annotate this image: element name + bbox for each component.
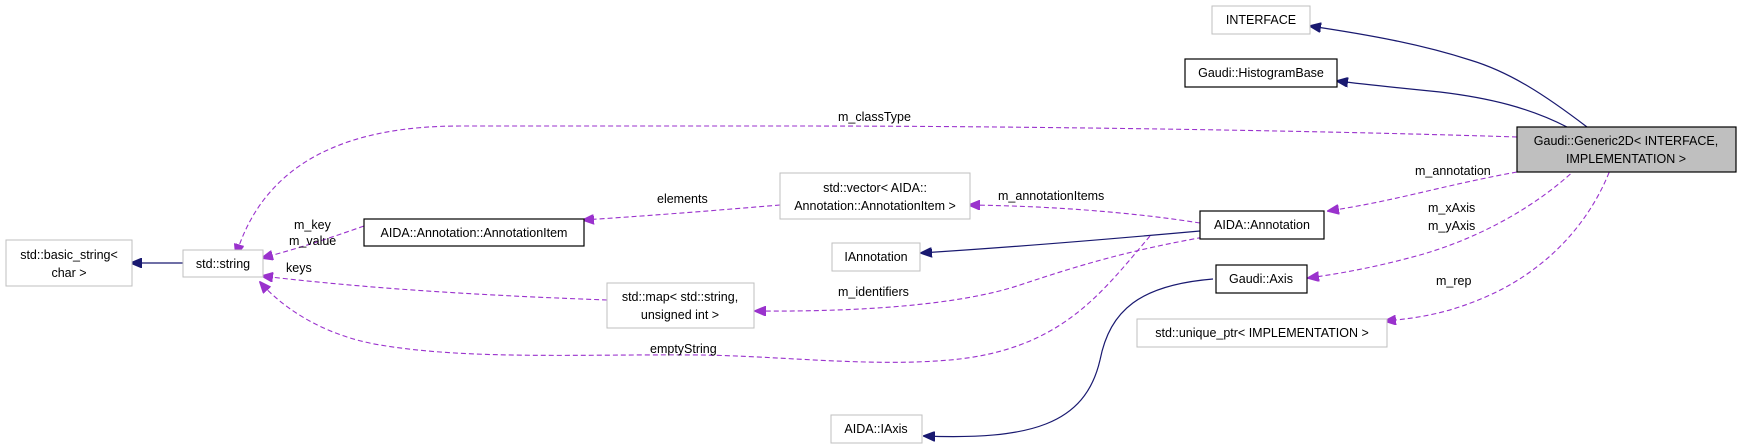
node-gaudi-axis[interactable]: Gaudi::Axis: [1215, 264, 1308, 294]
node-interface-label: INTERFACE: [1226, 13, 1296, 27]
edge-label-m-xaxis: m_xAxis: [1428, 201, 1475, 215]
node-basic-string-line1: std::basic_string<: [20, 248, 118, 262]
node-aida-iaxis-label: AIDA::IAxis: [844, 422, 907, 436]
node-basic-string-line2: char >: [51, 266, 86, 280]
edge-m-rep: [1385, 164, 1613, 321]
edge-m-xaxis-yaxis: [1308, 162, 1583, 278]
node-vector-annotation-item[interactable]: std::vector< AIDA:: Annotation::Annotati…: [779, 172, 971, 220]
node-unique-ptr-impl-label: std::unique_ptr< IMPLEMENTATION >: [1155, 326, 1369, 340]
edge-m-annotationitems: [969, 205, 1201, 224]
node-histogram-base-label: Gaudi::HistogramBase: [1198, 66, 1324, 80]
node-basic-string[interactable]: std::basic_string< char >: [5, 239, 133, 287]
node-annotation-item[interactable]: AIDA::Annotation::AnnotationItem: [363, 218, 585, 247]
edge-keys: [262, 276, 608, 301]
edge-label-m-value: m_value: [289, 234, 336, 248]
edge-annotation-to-iannotation: [921, 230, 1201, 253]
edge-label-emptystring: emptyString: [650, 342, 717, 356]
edge-label-elements: elements: [657, 192, 708, 206]
node-vector-annotation-item-line2: Annotation::AnnotationItem >: [794, 199, 956, 213]
node-generic2d-line1: Gaudi::Generic2D< INTERFACE,: [1534, 134, 1718, 148]
node-map-string-uint-line1: std::map< std::string,: [622, 290, 738, 304]
node-aida-iaxis[interactable]: AIDA::IAxis: [830, 414, 923, 444]
edge-label-m-annotation: m_annotation: [1415, 164, 1491, 178]
node-map-string-uint[interactable]: std::map< std::string, unsigned int >: [606, 282, 755, 329]
edge-label-m-yaxis: m_yAxis: [1428, 219, 1475, 233]
edge-m-key-value: [262, 225, 365, 258]
edge-label-m-identifiers: m_identifiers: [838, 285, 909, 299]
node-generic2d[interactable]: Gaudi::Generic2D< INTERFACE, IMPLEMENTAT…: [1516, 126, 1737, 173]
node-gaudi-axis-label: Gaudi::Axis: [1229, 272, 1293, 286]
edge-axis-to-iaxis: [924, 278, 1214, 437]
edge-label-m-annotationitems: m_annotationItems: [998, 189, 1104, 203]
node-vector-annotation-item-line1: std::vector< AIDA::: [823, 181, 927, 195]
edge-m-annotation: [1328, 171, 1518, 211]
node-histogram-base[interactable]: Gaudi::HistogramBase: [1184, 58, 1338, 88]
node-unique-ptr-impl[interactable]: std::unique_ptr< IMPLEMENTATION >: [1136, 318, 1388, 348]
edge-elements: [583, 204, 781, 220]
node-iannotation-label: IAnnotation: [844, 250, 907, 264]
edge-emptystring: [260, 235, 1151, 363]
edge-m-classtype: [236, 125, 1518, 255]
node-aida-annotation-label: AIDA::Annotation: [1214, 218, 1310, 232]
edge-generic2d-to-histogrambase: [1337, 81, 1568, 128]
edge-label-m-key: m_key: [294, 218, 332, 232]
edge-label-m-rep: m_rep: [1436, 274, 1471, 288]
node-aida-annotation[interactable]: AIDA::Annotation: [1199, 210, 1325, 240]
node-std-string-label: std::string: [196, 257, 250, 271]
node-map-string-uint-line2: unsigned int >: [641, 308, 719, 322]
edge-generic2d-to-interface: [1310, 26, 1588, 128]
node-std-string[interactable]: std::string: [182, 249, 264, 278]
edge-label-keys: keys: [286, 261, 312, 275]
node-annotation-item-label: AIDA::Annotation::AnnotationItem: [381, 226, 568, 240]
node-iannotation[interactable]: IAnnotation: [831, 242, 921, 272]
edge-m-identifiers: [755, 235, 1211, 311]
node-interface[interactable]: INTERFACE: [1211, 5, 1311, 35]
edge-label-m-classtype: m_classType: [838, 110, 911, 124]
node-generic2d-line2: IMPLEMENTATION >: [1566, 152, 1686, 166]
